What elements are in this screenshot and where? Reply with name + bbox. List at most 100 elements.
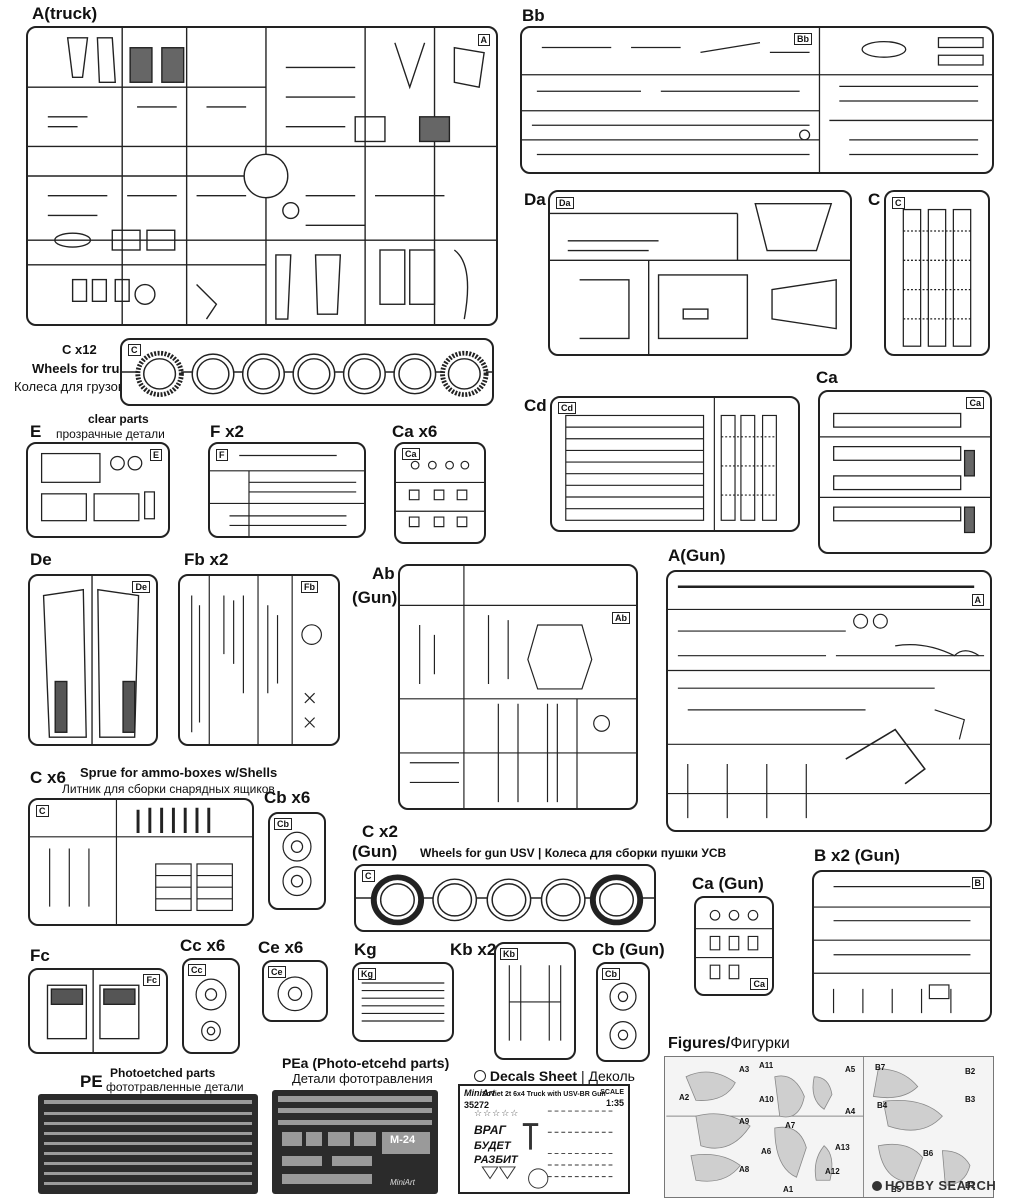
sprue-tag: Da (556, 197, 574, 209)
sprue-a-gun: A (666, 570, 992, 832)
figures-title-ru: Фигурки (730, 1035, 790, 1052)
sprue-tag: C (128, 344, 141, 356)
label-ce6: Ce x6 (258, 938, 304, 957)
decal-scale-label: SCALE (600, 1089, 624, 1096)
figure-part-a11: A11 (759, 1061, 774, 1070)
sprue-kg-drawing (361, 982, 445, 1022)
label-bb: Bb (522, 6, 545, 25)
sprue-ca6-drawing (396, 460, 484, 528)
sprue-fb: Fb (178, 574, 340, 746)
label-c-gun: C x2 (362, 822, 398, 841)
sprue-tag: F (216, 449, 228, 461)
label-ab: Ab (372, 564, 395, 583)
label-figures: Figures/Фигурки (668, 1034, 790, 1053)
decal-heading: Soviet 2t 6x4 Truck with USV-BR Gun (482, 1091, 606, 1098)
sprue-ca-drawing (820, 412, 990, 534)
pea-brand: MiniArt (390, 1178, 415, 1187)
label-kb2: Kb x2 (450, 940, 497, 959)
label-c-gun-sub2: Wheels for gun USV | Колеса для сборки п… (420, 846, 727, 860)
sprue-tag: Ab (612, 612, 630, 624)
label-da: Da (524, 190, 546, 209)
sprue-fc-drawing (46, 970, 140, 1052)
sprue-fb-drawing (191, 576, 323, 744)
decals-title-ru: Деколь (588, 1068, 635, 1084)
sprue-ce6: Ce (262, 960, 328, 1022)
label-ca-gun: Ca (Gun) (692, 874, 764, 893)
sprue-tag: C (36, 805, 49, 817)
sprue-tag: C (362, 870, 375, 882)
label-cd: Cd (524, 396, 547, 415)
label-de: De (30, 550, 52, 569)
sprue-ab: Ab (398, 564, 638, 810)
sprue-kb2-drawing (508, 965, 562, 1041)
sprue-tag: A (971, 594, 984, 606)
sprue-tag: Ca (750, 978, 768, 990)
decal-word-2: БУДЕТ (474, 1140, 511, 1152)
sprue-tag: A (477, 34, 490, 46)
sprue-c-ammo-drawing (30, 800, 252, 924)
sprue-tag: Ca (402, 448, 420, 460)
sprue-f: F (208, 442, 366, 538)
label-c-wheels: C x12 (62, 342, 97, 357)
sprue-fc: Fc (28, 968, 168, 1054)
sprue-cb-gun-drawing (609, 982, 637, 1050)
figure-part-a10: A10 (759, 1095, 774, 1104)
sprue-bb: Bb (520, 26, 994, 174)
sprue-tag: Cc (188, 964, 206, 976)
sprue-tag: Ca (966, 397, 984, 409)
label-pe: PE (80, 1072, 103, 1091)
figure-part-b1: B1 (965, 1181, 976, 1190)
decal-stars: ☆☆☆☆☆ (474, 1108, 520, 1118)
pea-mark: M-24 (390, 1134, 416, 1146)
figure-part-a12: A12 (825, 1167, 840, 1176)
sprue-c-wheels-drawing (122, 350, 492, 397)
sprue-c-gun-drawing (356, 874, 654, 926)
sprue-a-gun-drawing (668, 585, 990, 819)
decals-sep: | (580, 1068, 585, 1084)
sprue-da: Da (548, 190, 852, 356)
label-c-wheels-sub2: Колеса для грузовика (14, 379, 146, 394)
sprue-tag: Fb (301, 581, 318, 593)
photoetch-pe-drawing (44, 1100, 252, 1185)
sprue-b-gun: B (812, 870, 992, 1022)
sprue-cc6: Cc (182, 958, 240, 1054)
sprue-a-truck-drawing (28, 28, 496, 324)
label-c-ammo-sub1: Sprue for ammo-boxes w/Shells (80, 765, 278, 780)
sprue-e-drawing (40, 452, 156, 522)
sprue-bb-drawing (522, 28, 992, 172)
sprue-a-truck: A (26, 26, 498, 326)
figure-part-a7: A7 (785, 1121, 796, 1130)
sprue-tag: Kg (358, 968, 376, 980)
watermark-text: HOBBY SEARCH (885, 1178, 997, 1193)
label-pea: PEa (Photo-etcehd parts) (282, 1055, 450, 1071)
label-pe-sub1: Photoetched parts (110, 1066, 216, 1080)
label-c-ammo-sub2: Литник для сборки снарядных ящиков (62, 782, 275, 796)
figure-part-b5: B5 (891, 1185, 902, 1194)
sprue-c-wheels: C (120, 338, 494, 406)
sprue-ca-gun-drawing (696, 909, 772, 980)
sprue-ca6: Ca (394, 442, 486, 544)
label-e-sub1: clear parts (88, 412, 149, 426)
decal-word-3: РАЗБИТ (474, 1154, 518, 1166)
sprue-tag: Fc (143, 974, 160, 986)
photoetch-pe-fret (38, 1094, 258, 1194)
sprue-e: E (26, 442, 170, 538)
label-kg: Kg (354, 940, 377, 959)
photoetch-pea-fret: M-24 MiniArt (272, 1090, 438, 1194)
sprue-cc6-drawing (195, 978, 227, 1042)
figures-drawing (666, 1057, 971, 1197)
sprue-tag: Kb (500, 948, 518, 960)
label-b-gun: B x2 (Gun) (814, 846, 900, 865)
sprue-c-top-drawing (902, 208, 972, 347)
sprue-kg: Kg (352, 962, 454, 1042)
label-pe-sub2: фототравленные детали (106, 1080, 244, 1094)
label-ca6: Ca x6 (392, 422, 438, 441)
figures-sprue: A3 A11 A5 A2 A10 A4 A9 A7 A13 A6 A8 A12 … (664, 1056, 994, 1198)
sprue-tag: Cd (558, 402, 576, 414)
watermark-logo-icon (872, 1181, 882, 1191)
sprue-cb6: Cb (268, 812, 326, 910)
sprue-cb-gun: Cb (596, 962, 650, 1062)
label-ab-gun: (Gun) (352, 588, 398, 607)
decal-scale: 1:35 (605, 1098, 624, 1108)
figure-part-b2: B2 (965, 1067, 976, 1076)
